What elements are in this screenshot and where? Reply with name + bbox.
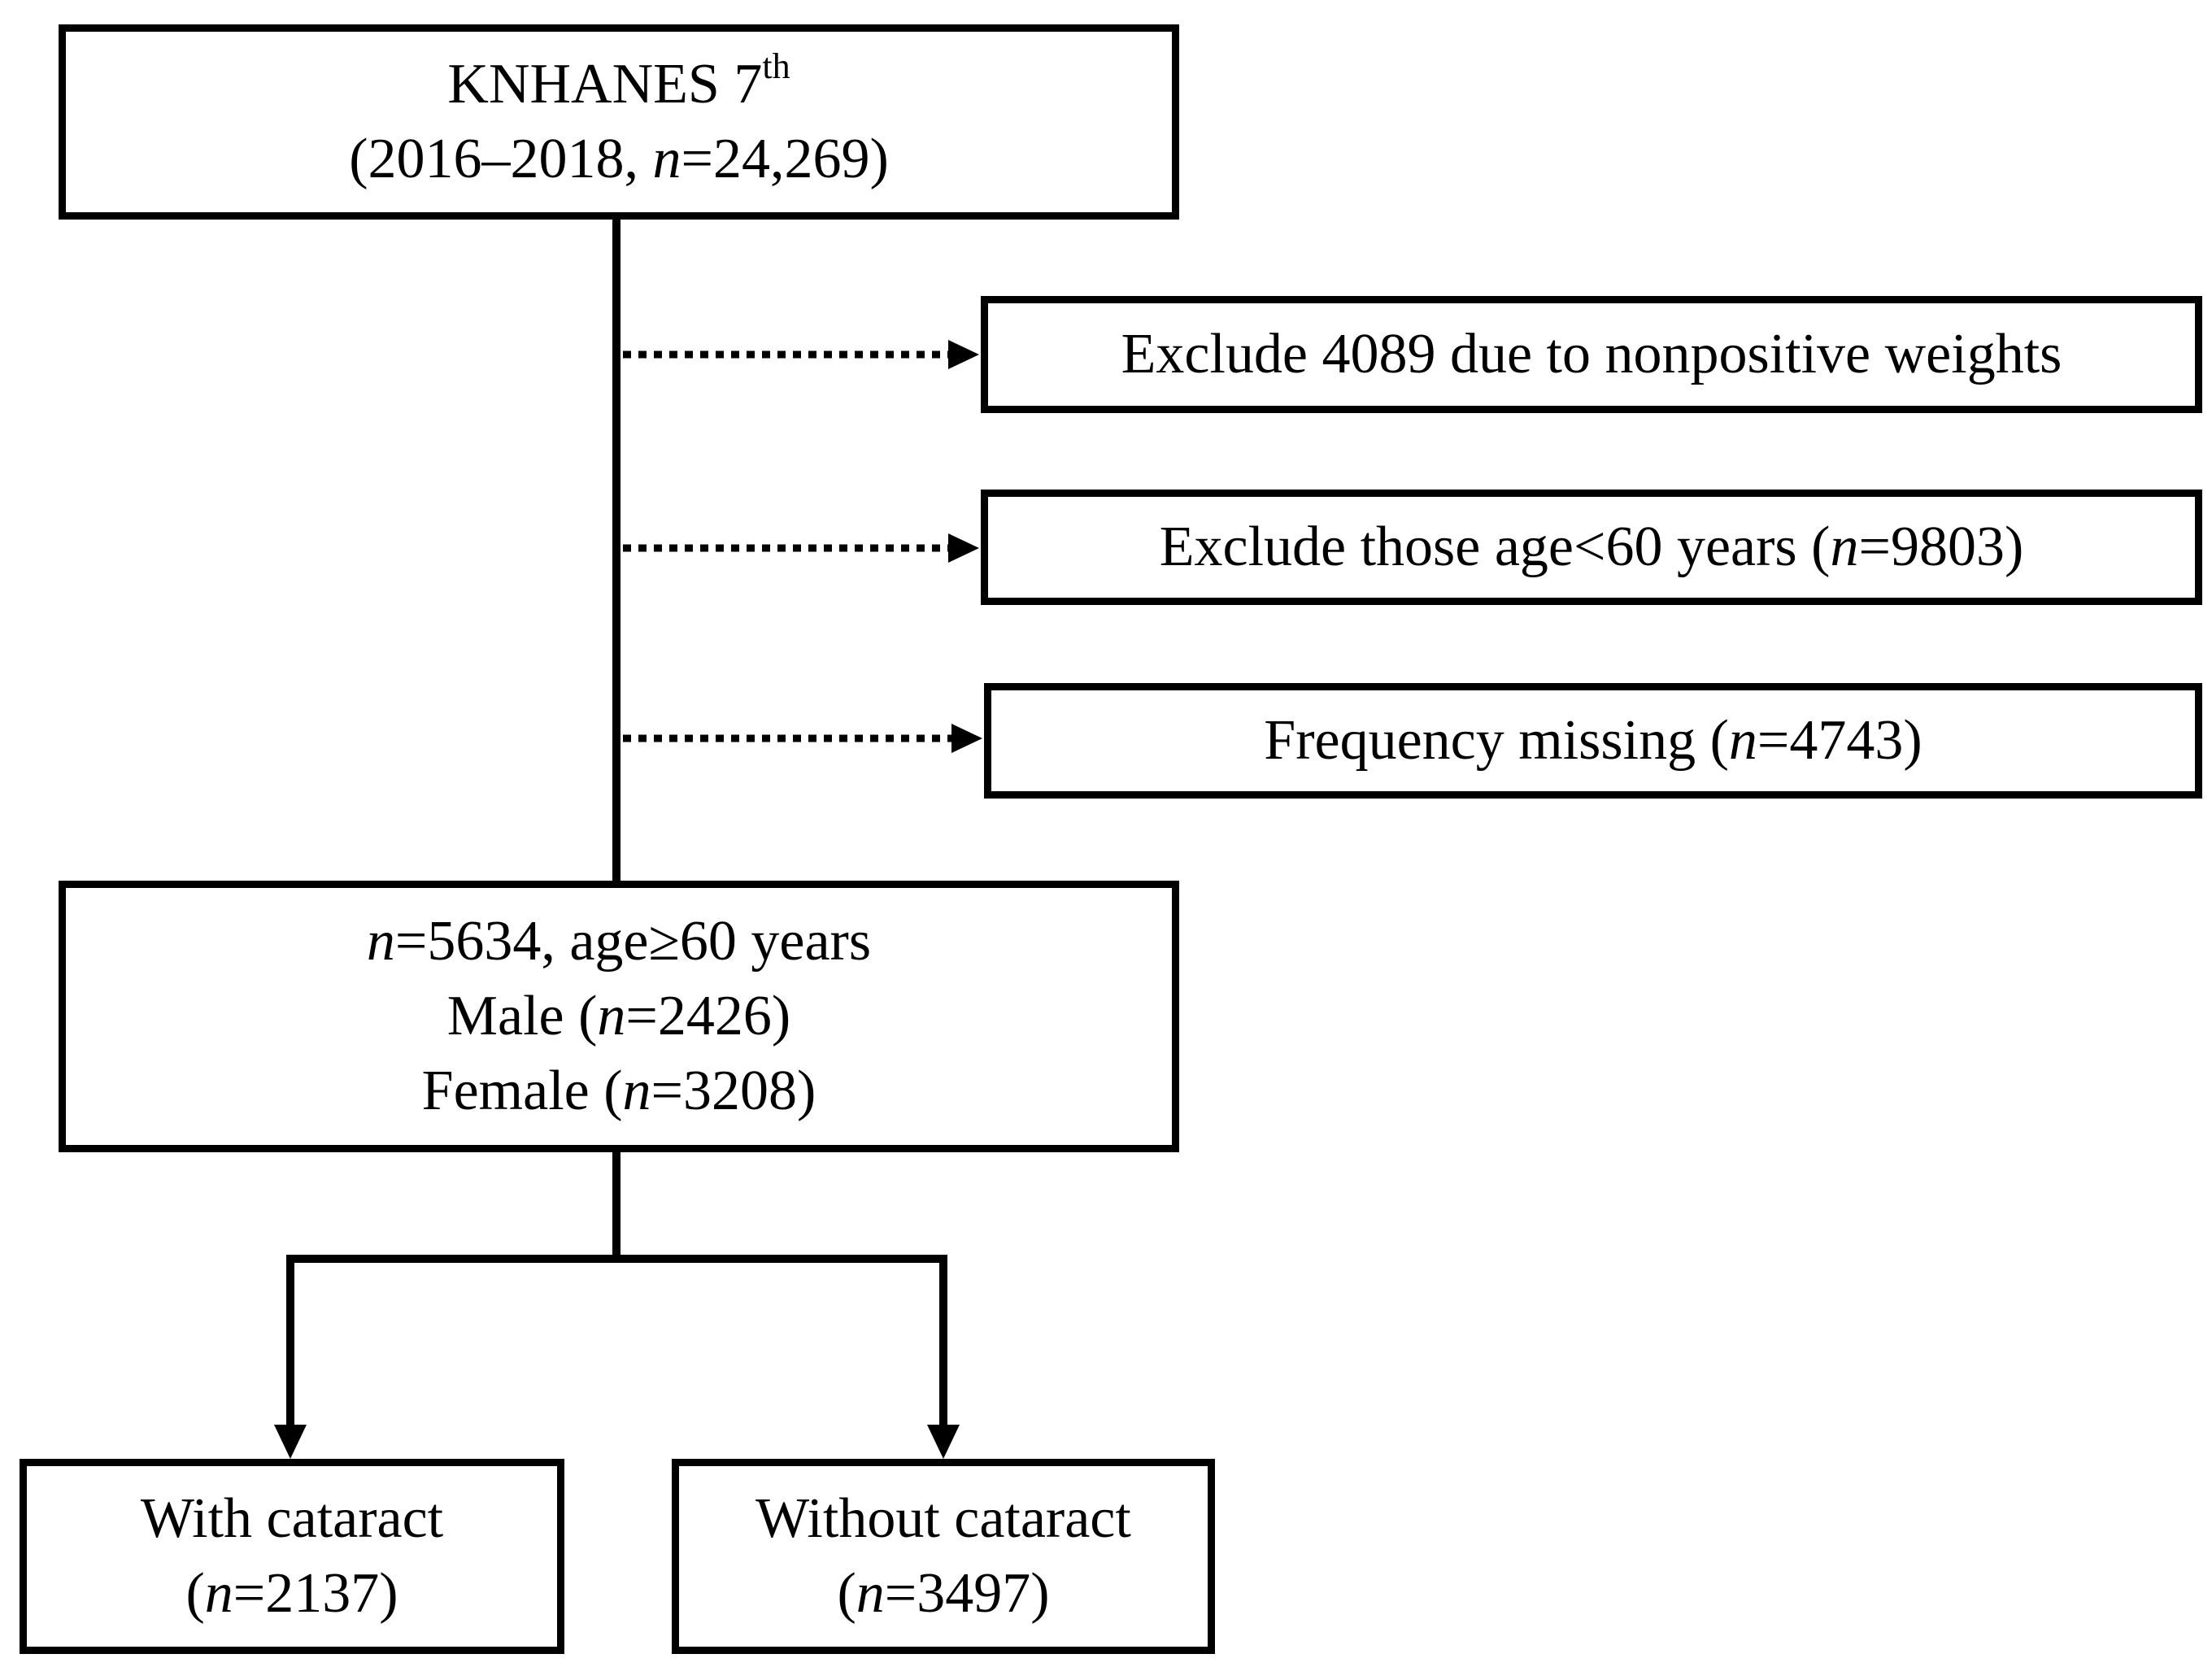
- source-title-superscript: th: [762, 46, 790, 86]
- with-cataract-count: (n=2137): [185, 1562, 398, 1625]
- exclusion-arrow-1: [623, 340, 979, 369]
- exclusion-arrow-2: [623, 533, 979, 563]
- with-cataract-box: With cataract (n=2137): [20, 1459, 564, 1654]
- source-title: KNHANES 7th: [447, 46, 790, 115]
- without-cataract-count: (n=3497): [837, 1562, 1050, 1625]
- exclusion-text-frequency: Frequency missing (n=4743): [1264, 709, 1922, 772]
- sample-total: n=5634, age≥60 years: [366, 910, 872, 973]
- exclusion-box-weights: Exclude 4089 due to nonpositive weights: [981, 296, 2202, 413]
- analytic-sample-box: n=5634, age≥60 years Male (n=2426) Femal…: [59, 881, 1179, 1152]
- sample-female: Female (n=3208): [421, 1060, 816, 1122]
- without-cataract-label: Without cataract: [755, 1487, 1131, 1550]
- exclusion-arrow-3: [623, 724, 982, 753]
- without-cataract-box: Without cataract (n=3497): [672, 1459, 1215, 1654]
- exclusion-text-weights: Exclude 4089 due to nonpositive weights: [1121, 323, 2062, 385]
- source-years-count: (2016–2018, n=24,269): [349, 128, 889, 190]
- arrow-to-without-cataract: [927, 1259, 960, 1459]
- exclusion-box-age: Exclude those age<60 years (n=9803): [981, 490, 2202, 605]
- arrow-to-with-cataract: [274, 1259, 307, 1459]
- with-cataract-label: With cataract: [140, 1487, 444, 1550]
- sample-male: Male (n=2426): [446, 985, 791, 1047]
- exclusion-text-age: Exclude those age<60 years (n=9803): [1159, 516, 2024, 578]
- source-population-box: KNHANES 7th (2016–2018, n=24,269): [59, 24, 1179, 220]
- exclusion-box-frequency: Frequency missing (n=4743): [984, 683, 2202, 799]
